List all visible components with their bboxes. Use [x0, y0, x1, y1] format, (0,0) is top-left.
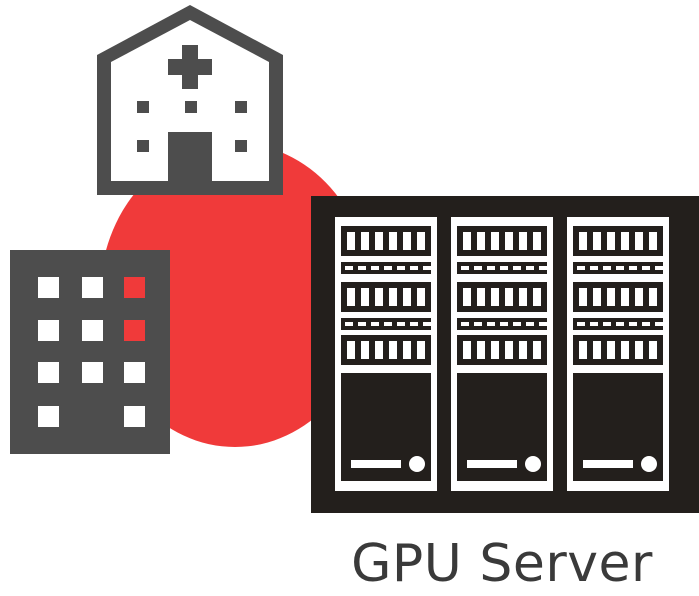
gpu-server-rack-icon	[311, 196, 699, 513]
hospital-icon	[97, 5, 283, 195]
office-building-icon	[10, 250, 170, 454]
caption-gpu-server: GPU Server	[351, 534, 653, 594]
